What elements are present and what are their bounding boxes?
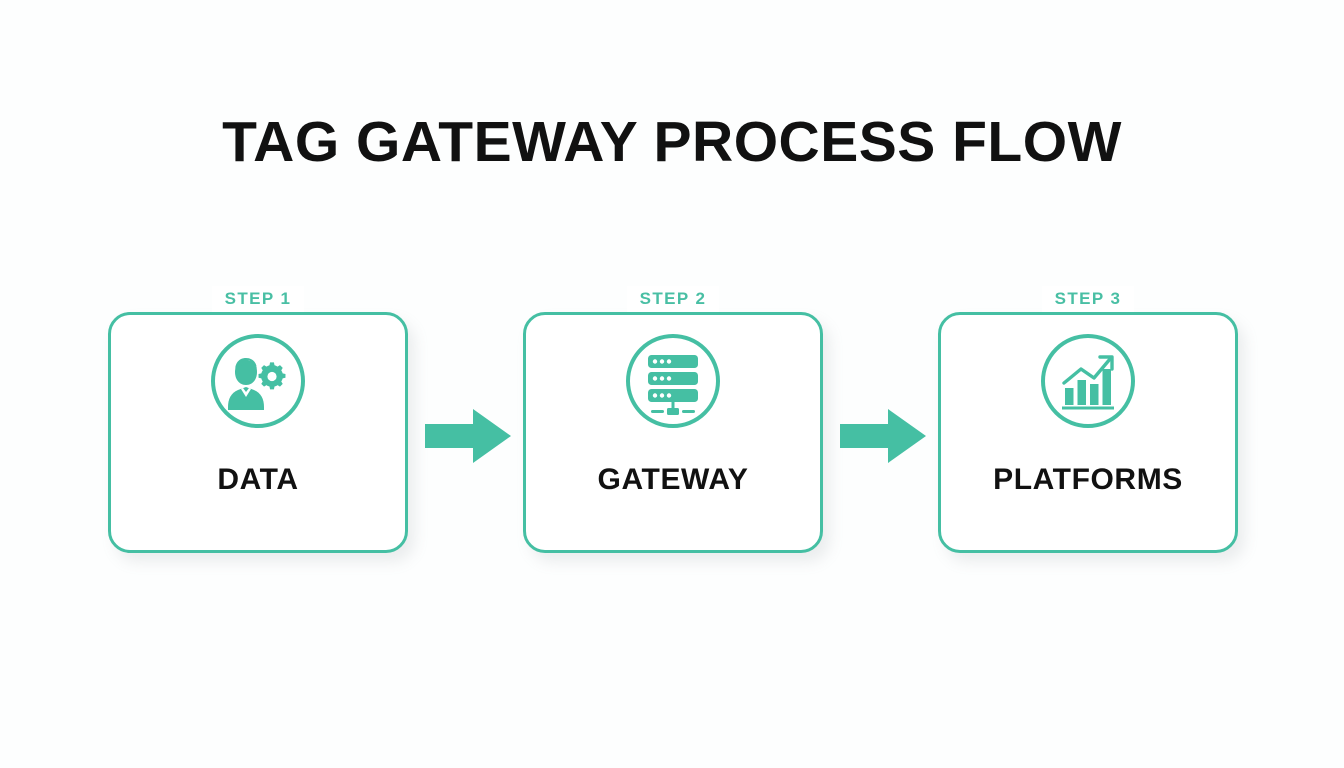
- arrow-right-icon-1: [425, 409, 511, 463]
- step-card-1: [108, 312, 408, 553]
- process-step-1[interactable]: STEP 1 DATA: [108, 286, 408, 556]
- step-card-3-content: PLATFORMS: [938, 312, 1238, 553]
- step-label-3-wrap: STEP 3: [938, 286, 1238, 312]
- step-label-2-wrap: STEP 2: [523, 286, 823, 312]
- step-label-3: STEP 3: [1041, 286, 1135, 312]
- process-step-2[interactable]: STEP 2: [523, 286, 823, 556]
- arrow-right-icon-2: [840, 409, 926, 463]
- step-card-2: [523, 312, 823, 553]
- page-title: TAG GATEWAY PROCESS FLOW: [222, 110, 1122, 174]
- server-stack-icon: [626, 334, 720, 428]
- process-flow-row: STEP 1 DATA: [0, 286, 1344, 576]
- step-label-1-wrap: STEP 1: [108, 286, 408, 312]
- user-gear-icon: [211, 334, 305, 428]
- step-card-2-content: GATEWAY: [523, 312, 823, 553]
- growth-chart-icon: [1041, 334, 1135, 428]
- step-title-1: DATA: [217, 463, 299, 496]
- step-card-3: [938, 312, 1238, 553]
- step-card-1-content: DATA: [108, 312, 408, 553]
- step-title-2: GATEWAY: [597, 463, 749, 496]
- process-step-3[interactable]: STEP 3 PLATFORMS: [938, 286, 1238, 556]
- step-title-3: PLATFORMS: [993, 463, 1183, 496]
- step-label-2: STEP 2: [626, 286, 720, 312]
- step-label-1: STEP 1: [211, 286, 305, 312]
